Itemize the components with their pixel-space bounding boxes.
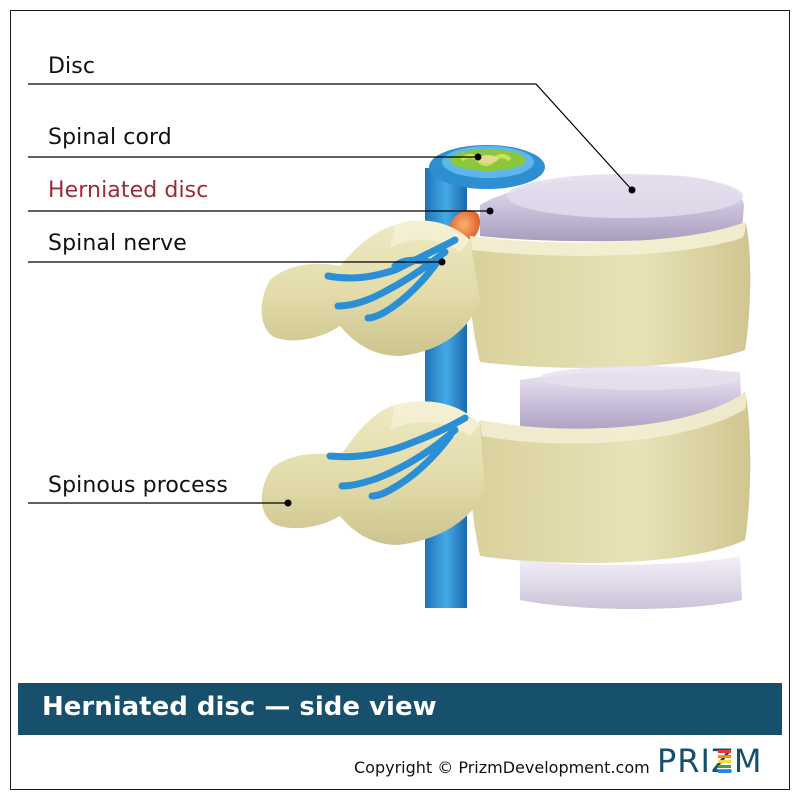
- title-banner: Herniated disc — side view: [18, 683, 782, 735]
- prizm-logo: PRIZM: [657, 743, 763, 777]
- upper-vertebra: [468, 222, 751, 368]
- leader-disc: [28, 83, 633, 191]
- copyright-text: Copyright © PrizmDevelopment.com: [354, 758, 650, 777]
- bottom-disc: [520, 556, 742, 609]
- label-spinal-cord: Spinal cord: [48, 125, 172, 150]
- leader-dots: [284, 153, 636, 507]
- leader-lines: [28, 83, 633, 504]
- banner-title: Herniated disc — side view: [42, 692, 437, 722]
- label-spinal-nerve: Spinal nerve: [48, 231, 187, 256]
- label-herniated-disc: Herniated disc: [48, 178, 209, 203]
- prizm-logo-text: PRIZM: [657, 743, 763, 777]
- label-disc: Disc: [48, 54, 96, 79]
- logo-rainbow-bars: [718, 750, 731, 773]
- label-spinous-process: Spinous process: [48, 473, 228, 498]
- lower-spinal-nerve: [326, 414, 469, 500]
